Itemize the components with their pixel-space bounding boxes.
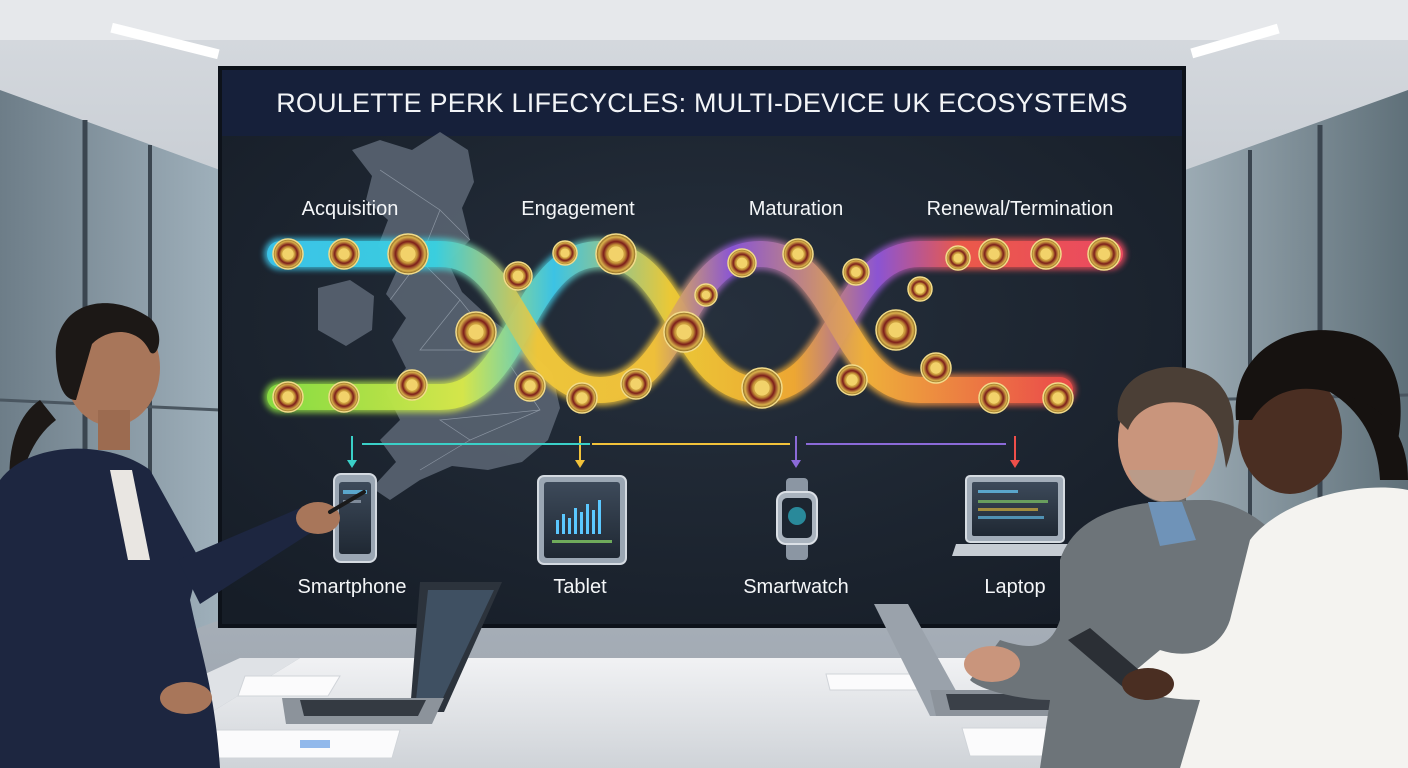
stage-label-maturation: Maturation — [748, 198, 844, 220]
stage-label-renewal-termination: Renewal/Termination — [926, 198, 1114, 220]
roulette-wheel-icon — [620, 368, 652, 400]
board-title: ROULETTE PERK LIFECYCLES: MULTI-DEVICE U… — [276, 87, 1128, 118]
roulette-wheel-icon — [1087, 237, 1121, 271]
roulette-wheel-icon — [387, 233, 429, 275]
device-label-smartphone: Smartphone — [297, 576, 407, 598]
roulette-wheel-icon — [455, 311, 497, 353]
roulette-wheel-icon — [875, 309, 917, 351]
roulette-wheel-icon — [782, 238, 814, 270]
roulette-wheel-icon — [663, 311, 705, 353]
device-label-smartwatch: Smartwatch — [743, 576, 849, 598]
roulette-wheel-icon — [836, 364, 868, 396]
laptop-icon — [952, 475, 1078, 556]
roulette-wheel-icon — [1030, 238, 1062, 270]
roulette-wheel-icon — [978, 238, 1010, 270]
roulette-wheel-icon — [907, 276, 933, 302]
stage-label-engagement: Engagement — [521, 198, 635, 220]
roulette-wheel-icon — [396, 369, 428, 401]
smartphone-icon — [333, 473, 377, 563]
roulette-wheel-icon — [741, 367, 783, 409]
roulette-wheel-icon — [566, 382, 598, 414]
stage-label-acquisition: Acquisition — [301, 198, 399, 220]
roulette-wheel-icon — [920, 352, 952, 384]
roulette-wheel-icon — [503, 261, 533, 291]
roulette-wheel-icon — [272, 238, 304, 270]
roulette-wheel-icon — [272, 381, 304, 413]
device-label-laptop: Laptop — [984, 576, 1046, 598]
roulette-wheel-icon — [727, 248, 757, 278]
device-label-tablet: Tablet — [553, 576, 607, 598]
roulette-wheel-icon — [978, 382, 1010, 414]
roulette-wheel-icon — [945, 245, 971, 271]
roulette-wheel-icon — [694, 283, 718, 307]
roulette-wheel-icon — [514, 370, 546, 402]
roulette-wheel-icon — [328, 381, 360, 413]
roulette-wheel-icon — [842, 258, 870, 286]
roulette-wheel-icon — [595, 233, 637, 275]
smartwatch-icon — [776, 478, 818, 560]
roulette-wheel-icon — [552, 240, 578, 266]
roulette-wheel-icon — [328, 238, 360, 270]
tablet-icon — [537, 475, 627, 565]
roulette-wheel-icon — [1042, 382, 1074, 414]
